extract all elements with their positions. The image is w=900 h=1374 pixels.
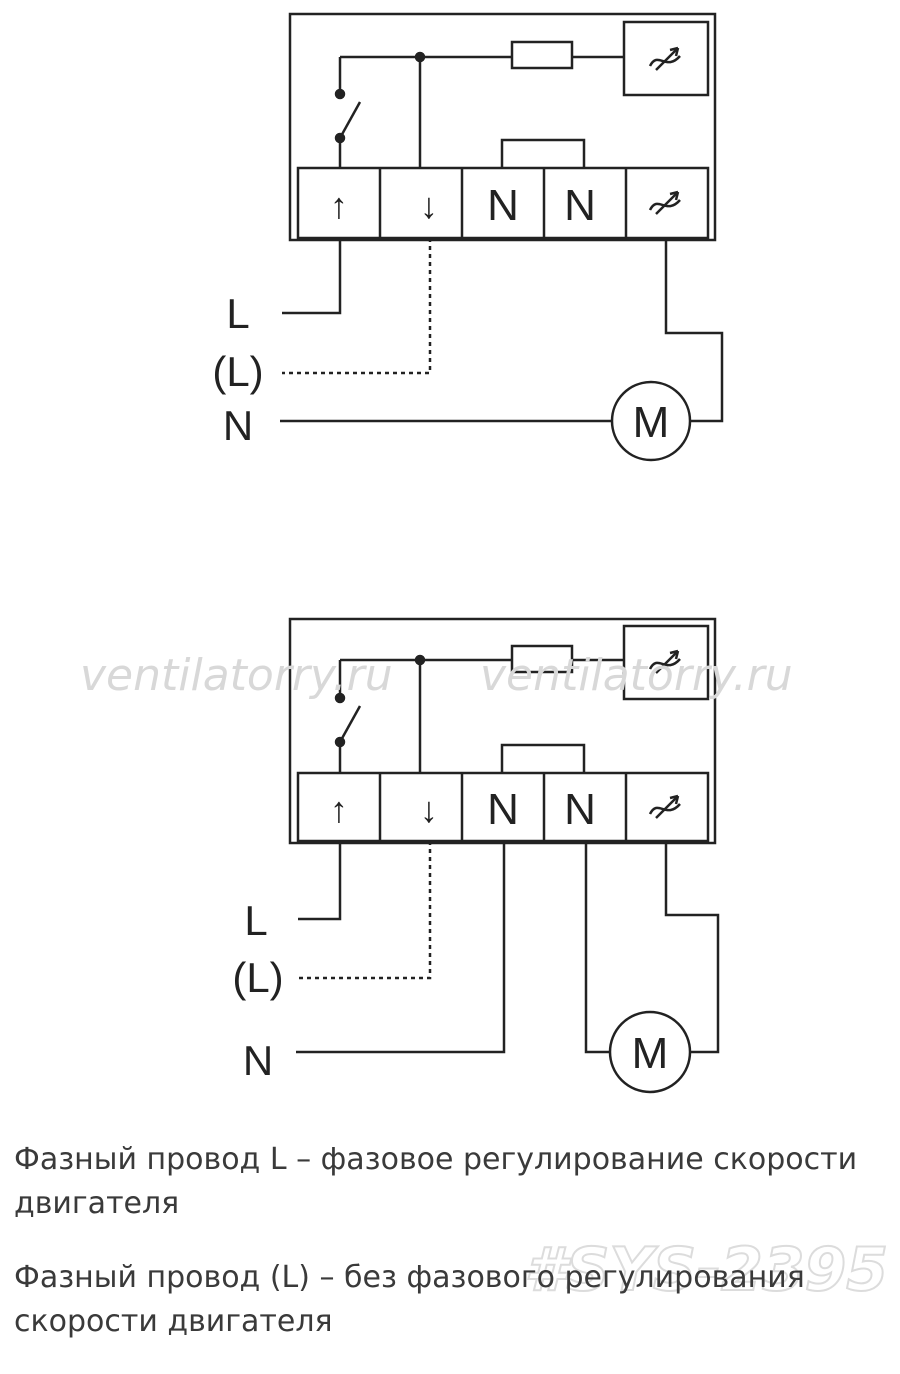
diagram-2	[288, 617, 720, 1094]
watermark-site-left: ventilatorry.ru	[80, 650, 393, 701]
line-n-label: N	[223, 402, 253, 449]
regulator-module	[622, 624, 710, 701]
terminal-4-label: N	[564, 181, 596, 230]
terminal-1-label: ↑	[330, 789, 348, 830]
regulator-module	[622, 20, 710, 97]
controller-box	[288, 12, 717, 242]
terminal-3-label: N	[487, 785, 519, 834]
diagram-2-labels: ↑ ↓ N N L (L) N M	[232, 785, 682, 1084]
controller-box	[288, 617, 717, 845]
diagram-1-labels: ↑ ↓ N N L (L) N M	[212, 181, 682, 449]
terminal-5-speed-icon	[648, 794, 682, 820]
fuse	[510, 40, 574, 70]
line-l-label: L	[244, 897, 267, 944]
terminal-block	[296, 166, 710, 240]
watermark-site-right: ventilatorry.ru	[480, 650, 793, 701]
switch	[338, 705, 362, 743]
wiring-diagrams: ↑ ↓ N N L (L) N M ↑ ↓ N N	[80, 12, 889, 1306]
notes: Фазный провод L – фазовое регулирование …	[14, 1138, 894, 1374]
terminal-2-label: ↓	[420, 789, 438, 830]
switch	[338, 101, 362, 139]
diagram-1	[280, 12, 724, 462]
motor-label: M	[633, 398, 670, 447]
note-phase-regulation: Фазный провод L – фазовое регулирование …	[14, 1142, 858, 1221]
line-n-label: N	[243, 1037, 273, 1084]
terminal-5-speed-icon	[648, 190, 682, 216]
line-l-label: L	[226, 290, 249, 337]
note-no-regulation: Фазный провод (L) – без фазового регулир…	[14, 1260, 805, 1339]
line-l-alt-label: (L)	[232, 954, 283, 1001]
speed-control-icon	[648, 46, 682, 72]
terminal-2-label: ↓	[420, 185, 438, 226]
line-l-alt-label: (L)	[212, 348, 263, 395]
terminal-1-label: ↑	[330, 185, 348, 226]
terminal-4-label: N	[564, 785, 596, 834]
watermark-code: #SYS-2395	[524, 1235, 888, 1305]
terminal-3-label: N	[487, 181, 519, 230]
motor-label: M	[632, 1029, 669, 1078]
